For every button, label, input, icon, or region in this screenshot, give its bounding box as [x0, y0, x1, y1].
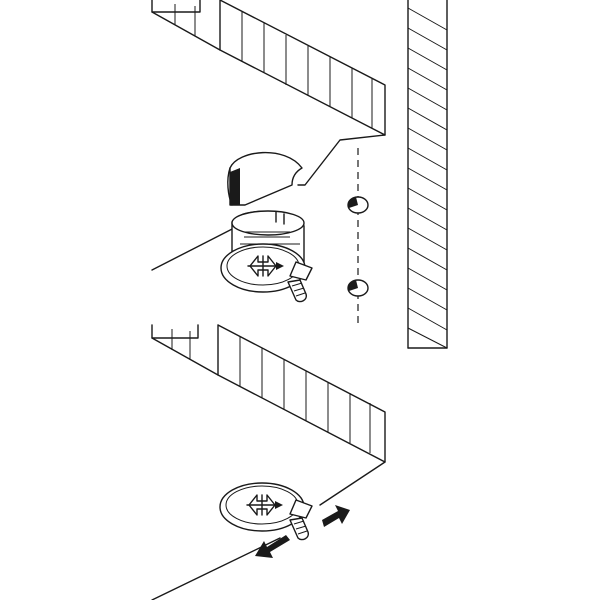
cam-fitting [220, 210, 313, 303]
side-panel [407, 0, 448, 349]
side-panel-edge-hatching [407, 7, 448, 349]
dowel-hole-lower [347, 279, 369, 297]
top-panel [151, 0, 386, 271]
adjust-arrow-right-icon [322, 505, 350, 527]
cam-fitting-installed [219, 482, 313, 541]
bore-hole [227, 151, 303, 206]
fitting-grip-ridges [240, 211, 300, 245]
top-panel-edge-hatching [174, 4, 373, 128]
bottom-panel [151, 324, 386, 600]
dowel-hole-upper [347, 196, 369, 214]
cross-drive-icon [247, 255, 284, 277]
cross-drive-icon-lower [246, 494, 283, 516]
bottom-panel-edge-hatching [171, 329, 371, 453]
adjust-arrow-left-icon [255, 535, 290, 558]
